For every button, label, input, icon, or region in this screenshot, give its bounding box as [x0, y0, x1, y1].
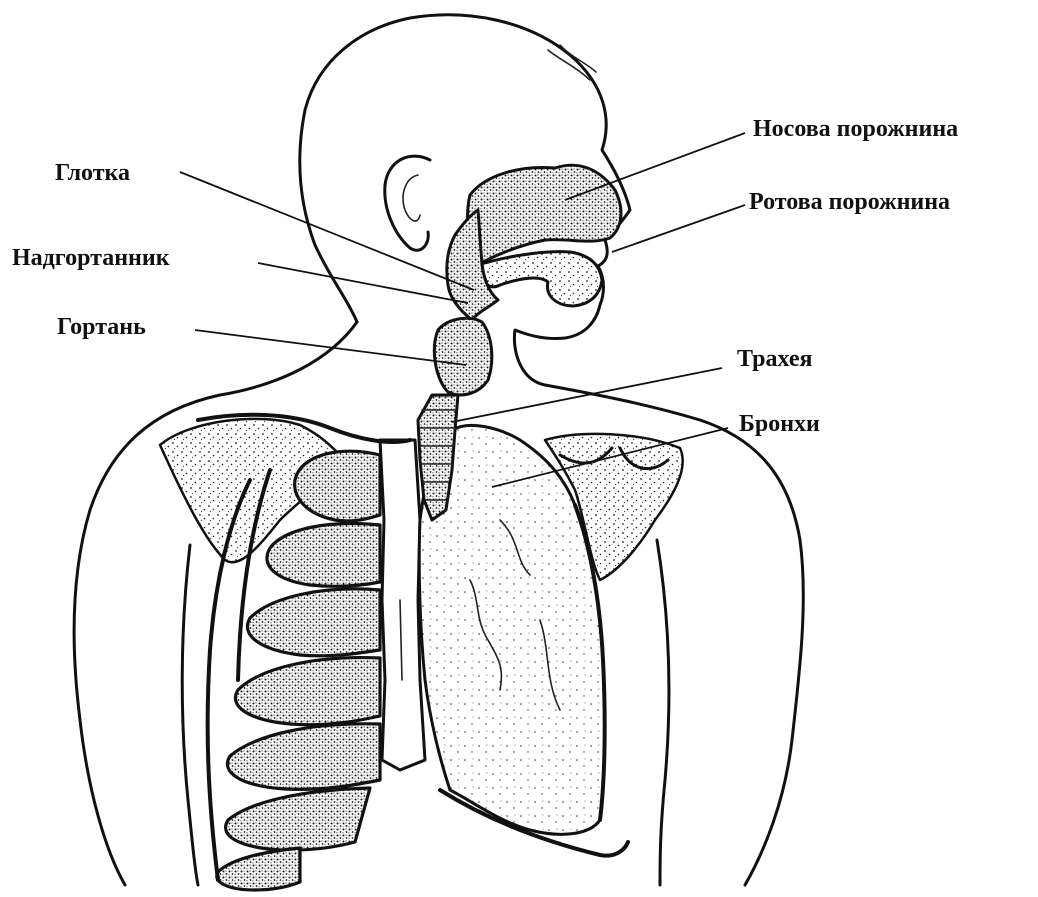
label-pharynx: Глотка: [55, 160, 130, 186]
label-nasal-cavity: Носова порожнина: [753, 116, 958, 142]
label-bronchi: Бронхи: [739, 411, 820, 437]
leader-nasal-cavity: [565, 133, 745, 200]
larynx-shape: [434, 318, 491, 395]
sternum: [380, 440, 425, 770]
nasal-cavity-shape: [468, 165, 621, 265]
ear-outline: [385, 156, 430, 250]
label-trachea: Трахея: [737, 346, 812, 372]
label-larynx: Гортань: [57, 314, 146, 340]
leader-larynx: [195, 330, 466, 365]
rib-cage: [208, 451, 380, 890]
leader-pharynx: [180, 172, 474, 290]
label-oral-cavity: Ротова порожнина: [749, 189, 950, 215]
label-epiglottis: Надгортанник: [12, 245, 170, 271]
leader-oral-cavity: [612, 205, 745, 252]
leader-epiglottis: [258, 263, 468, 303]
